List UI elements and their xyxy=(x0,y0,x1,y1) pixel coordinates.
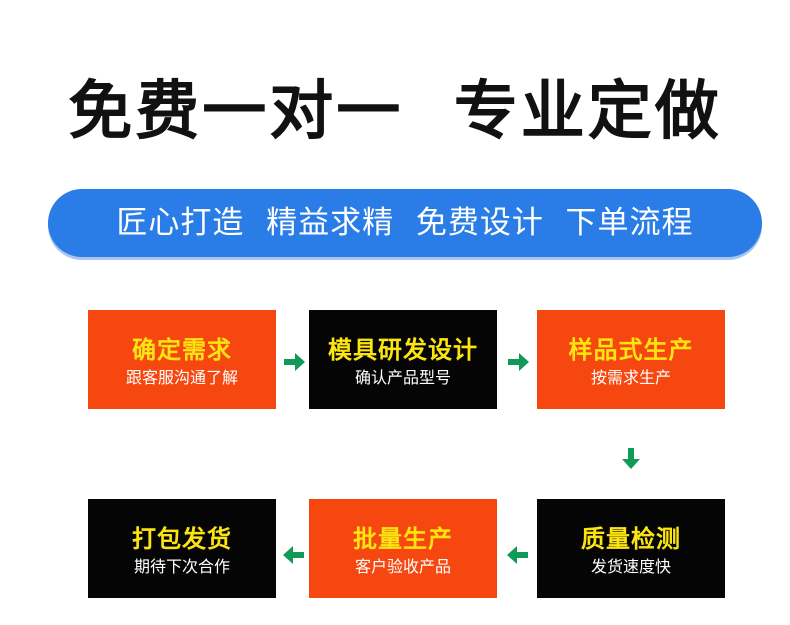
step-title: 样品式生产 xyxy=(568,336,694,364)
step-subtitle: 跟客服沟通了解 xyxy=(125,368,238,387)
step-quality-inspection: 质量检测 发货速度快 xyxy=(537,499,725,598)
step-subtitle: 客户验收产品 xyxy=(354,557,451,576)
arrow-right-icon xyxy=(508,353,529,371)
step-mold-design: 模具研发设计 确认产品型号 xyxy=(309,310,497,409)
headline: 免费一对一 专业定做 xyxy=(68,74,722,149)
step-subtitle: 确认产品型号 xyxy=(354,368,451,387)
arrow-left-icon xyxy=(507,546,528,564)
arrow-down-icon xyxy=(622,448,640,469)
step-sample-production: 样品式生产 按需求生产 xyxy=(537,310,725,409)
step-title: 模具研发设计 xyxy=(328,336,478,364)
step-subtitle: 期待下次合作 xyxy=(133,557,230,576)
step-subtitle: 发货速度快 xyxy=(590,557,671,576)
step-title: 质量检测 xyxy=(581,525,681,553)
step-mass-production: 批量生产 客户验收产品 xyxy=(309,499,497,598)
step-title: 确定需求 xyxy=(132,336,232,364)
step-packing-shipping: 打包发货 期待下次合作 xyxy=(88,499,276,598)
step-title: 打包发货 xyxy=(132,525,232,553)
process-banner: 匠心打造 精益求精 免费设计 下单流程 xyxy=(48,189,762,257)
arrow-left-icon xyxy=(283,546,304,564)
arrow-right-icon xyxy=(284,353,305,371)
step-confirm-requirements: 确定需求 跟客服沟通了解 xyxy=(88,310,276,409)
step-title: 批量生产 xyxy=(353,525,453,553)
step-subtitle: 按需求生产 xyxy=(590,368,671,387)
